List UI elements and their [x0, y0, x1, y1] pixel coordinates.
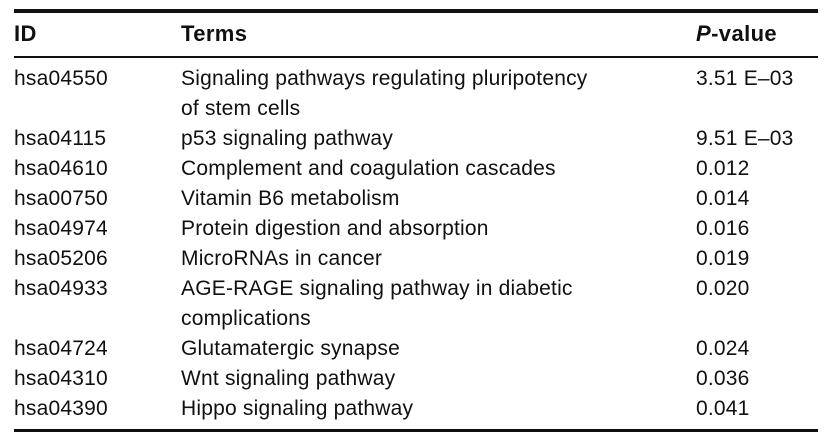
term-line: p53 signaling pathway — [181, 127, 394, 150]
column-header-pvalue: P-value — [696, 21, 778, 46]
cell-id: hsa04974 — [14, 217, 108, 240]
cell-id: hsa04390 — [14, 397, 108, 420]
table-row: hsa04115 p53 signaling pathway 9.51 E–03 — [14, 124, 818, 154]
cell-pvalue: 0.024 — [696, 337, 750, 360]
table-row: hsa04610 Complement and coagulation casc… — [14, 154, 818, 184]
term-line: Signaling pathways regulating pluripoten… — [181, 67, 588, 90]
cell-term: Hippo signaling pathway — [181, 394, 696, 431]
term-line: AGE-RAGE signaling pathway in diabetic — [181, 277, 573, 300]
header-row: ID Terms P-value — [14, 11, 818, 57]
term-line: Protein digestion and absorption — [181, 217, 489, 240]
table-row: hsa04310 Wnt signaling pathway 0.036 — [14, 364, 818, 394]
table-row: hsa05206 MicroRNAs in cancer 0.019 — [14, 244, 818, 274]
term-line: Vitamin B6 metabolism — [181, 187, 400, 210]
cell-term: p53 signaling pathway — [181, 124, 696, 154]
table-row: hsa04724 Glutamatergic synapse 0.024 — [14, 334, 818, 364]
cell-term: Glutamatergic synapse — [181, 334, 696, 364]
column-header-id: ID — [14, 21, 37, 46]
cell-pvalue: 9.51 E–03 — [696, 127, 794, 150]
cell-term: Wnt signaling pathway — [181, 364, 696, 394]
cell-term: Signaling pathways regulating pluripoten… — [181, 57, 696, 124]
cell-pvalue: 0.020 — [696, 277, 750, 300]
column-header-terms: Terms — [181, 21, 248, 46]
term-line: Complement and coagulation cascades — [181, 157, 556, 180]
table-row: hsa00750 Vitamin B6 metabolism 0.014 — [14, 184, 818, 214]
cell-pvalue: 0.041 — [696, 397, 750, 420]
cell-id: hsa04724 — [14, 337, 108, 360]
table-row: hsa04974 Protein digestion and absorptio… — [14, 214, 818, 244]
cell-id: hsa04115 — [14, 127, 107, 150]
cell-pvalue: 0.036 — [696, 367, 750, 390]
cell-id: hsa04310 — [14, 367, 108, 390]
cell-term: MicroRNAs in cancer — [181, 244, 696, 274]
table-row: hsa04550 Signaling pathways regulating p… — [14, 57, 818, 124]
cell-pvalue: 0.014 — [696, 187, 750, 210]
cell-id: hsa05206 — [14, 247, 108, 270]
kegg-pathway-table: ID Terms P-value hsa04550 Signaling path… — [14, 9, 818, 432]
cell-id: hsa04610 — [14, 157, 108, 180]
cell-term: Complement and coagulation cascades — [181, 154, 696, 184]
table-row: hsa04933 AGE-RAGE signaling pathway in d… — [14, 274, 818, 334]
cell-pvalue: 0.016 — [696, 217, 750, 240]
cell-pvalue: 0.012 — [696, 157, 750, 180]
cell-pvalue: 0.019 — [696, 247, 750, 270]
term-line: MicroRNAs in cancer — [181, 247, 383, 270]
cell-id: hsa04550 — [14, 67, 108, 90]
table-row: hsa04390 Hippo signaling pathway 0.041 — [14, 394, 818, 431]
term-line: Glutamatergic synapse — [181, 337, 400, 360]
term-line: Wnt signaling pathway — [181, 367, 396, 390]
cell-id: hsa00750 — [14, 187, 108, 210]
cell-term: Protein digestion and absorption — [181, 214, 696, 244]
term-line: complications — [181, 307, 311, 330]
cell-id: hsa04933 — [14, 277, 108, 300]
term-line: Hippo signaling pathway — [181, 397, 414, 420]
cell-term: Vitamin B6 metabolism — [181, 184, 696, 214]
cell-pvalue: 3.51 E–03 — [696, 67, 794, 90]
table-header: ID Terms P-value — [14, 11, 818, 57]
term-line: of stem cells — [181, 97, 301, 120]
table-body: hsa04550 Signaling pathways regulating p… — [14, 57, 818, 431]
cell-term: AGE-RAGE signaling pathway in diabetic co… — [181, 274, 696, 334]
